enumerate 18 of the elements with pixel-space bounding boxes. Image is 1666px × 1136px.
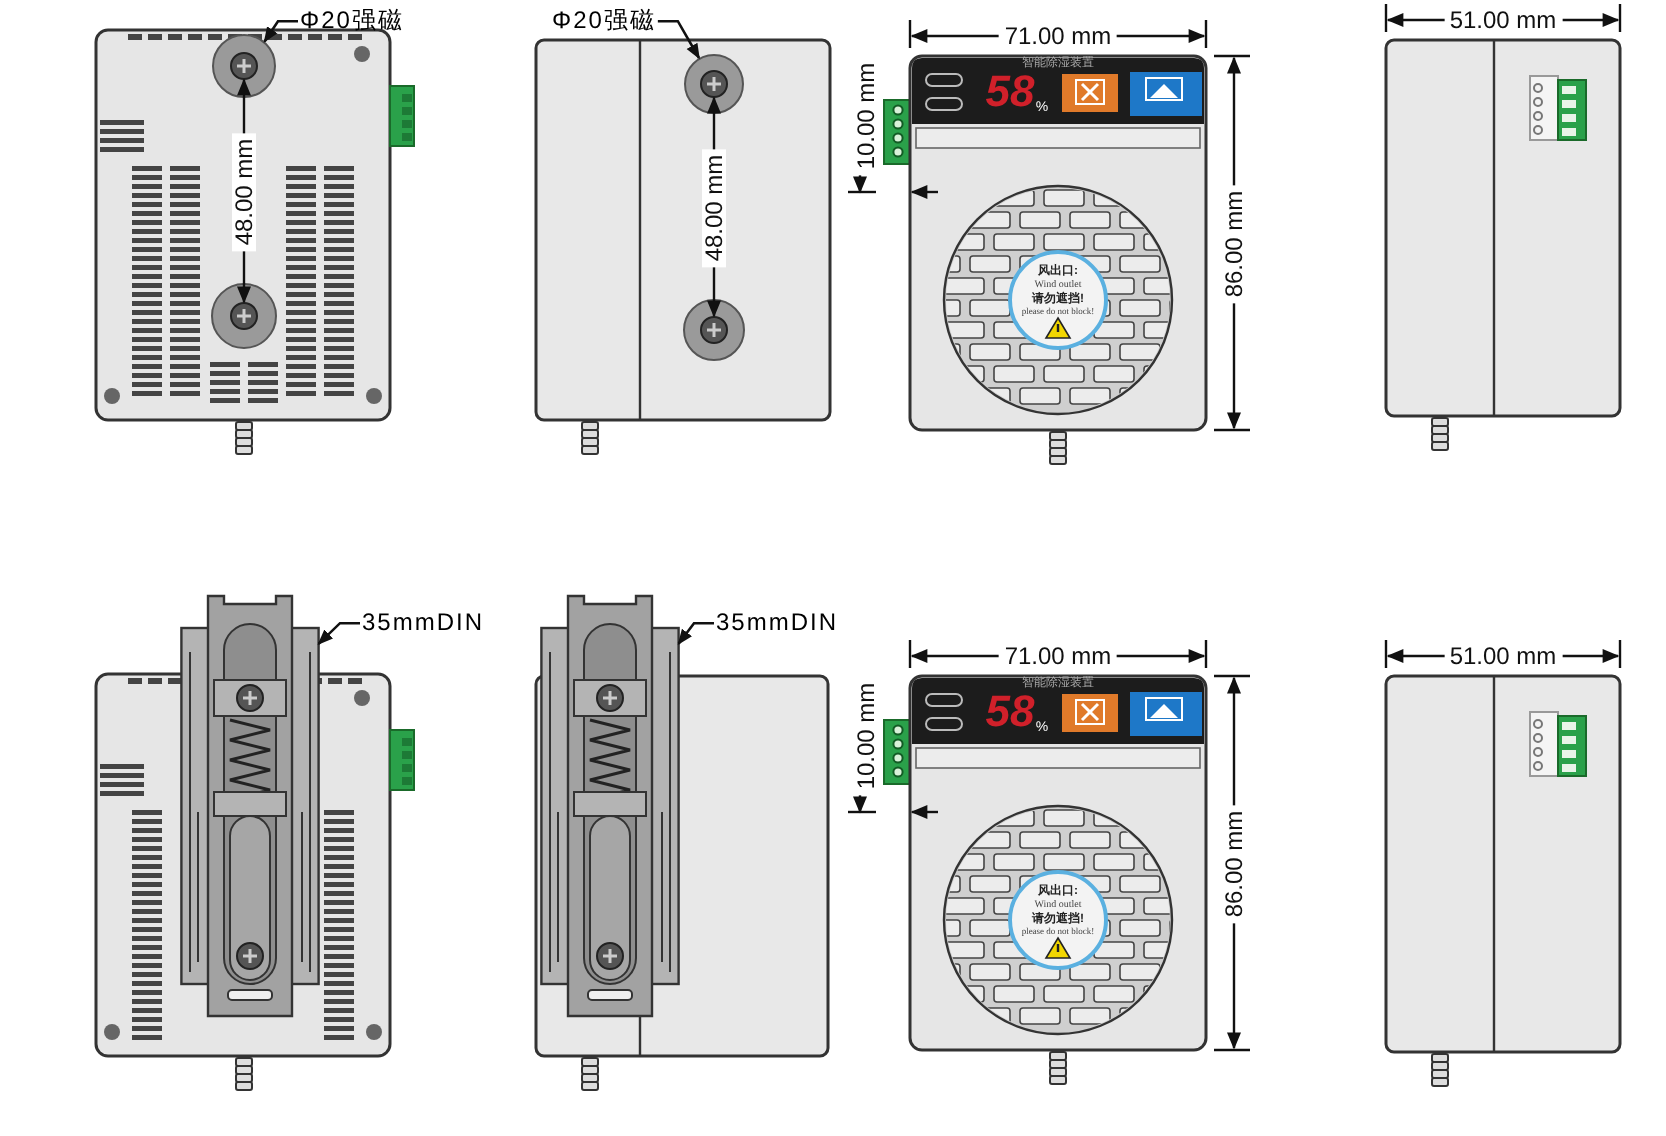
callout-label: 35mmDIN xyxy=(716,610,839,637)
dimension-label: 51.00 mm xyxy=(1443,644,1563,668)
dimension-label: 48.00 mm xyxy=(232,132,256,252)
dimension-label: 86.00 mm xyxy=(1222,183,1246,303)
dimension-label: 86.00 mm xyxy=(1222,803,1246,923)
leader-line xyxy=(263,19,298,43)
leader-line xyxy=(677,621,714,646)
humidity-reading: 58 xyxy=(985,690,1035,734)
dimension-label: 51.00 mm xyxy=(1443,8,1563,32)
humidity-reading: 58 xyxy=(985,70,1035,114)
callout-label: Φ20强磁 xyxy=(552,8,656,35)
leader-line xyxy=(317,621,360,645)
dimension-label: 71.00 mm xyxy=(998,644,1118,668)
callout-label: 35mmDIN xyxy=(362,610,485,637)
dimension-label: 48.00 mm xyxy=(702,148,726,268)
callout-label: Φ20强磁 xyxy=(300,8,404,35)
leader-line xyxy=(657,19,701,60)
dimension-label: 71.00 mm xyxy=(998,24,1118,48)
